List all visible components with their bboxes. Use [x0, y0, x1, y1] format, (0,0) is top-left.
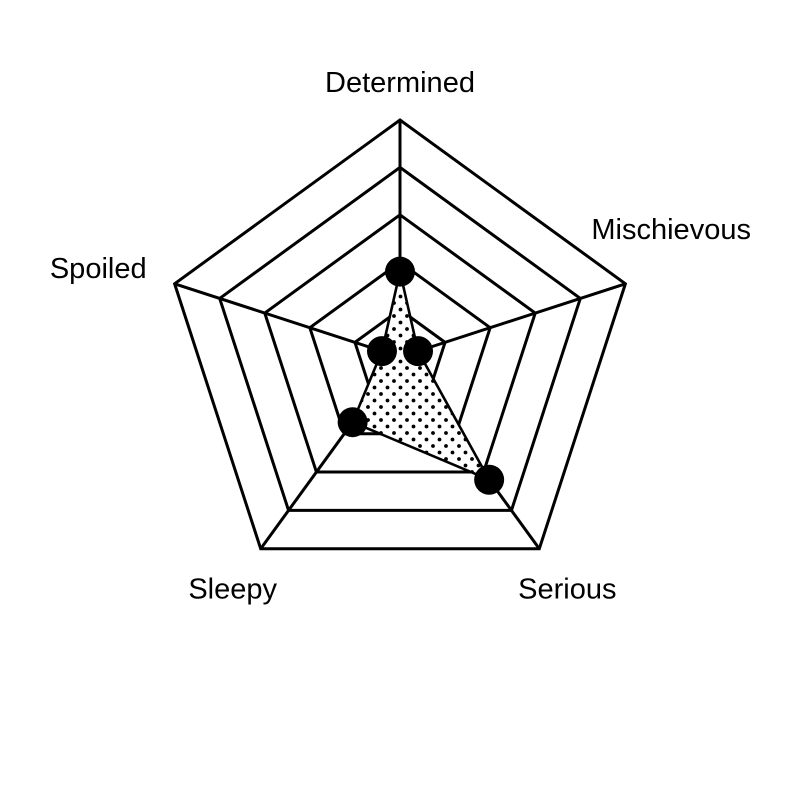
series-area [351, 270, 491, 482]
axis-label-spoiled: Spoiled [50, 253, 147, 285]
grid-ring-4 [217, 165, 583, 512]
data-point-mischievous [403, 336, 434, 367]
axis-spoke-4 [174, 282, 401, 359]
axis-spoke-1 [399, 282, 626, 359]
grid-ring-5 [172, 118, 628, 551]
data-point-determined [385, 256, 415, 287]
data-point-spoiled [366, 336, 397, 367]
axis-label-determined: Determined [325, 67, 475, 99]
marker-layer [337, 256, 505, 495]
data-point-serious [474, 464, 505, 495]
axis-label-sleepy: Sleepy [188, 574, 277, 606]
series-layer [351, 270, 491, 482]
axis-label-mischievous: Mischievous [591, 214, 751, 246]
data-point-sleepy [337, 407, 368, 438]
grid-ring-3 [262, 212, 538, 474]
axis-label-serious: Serious [518, 574, 616, 606]
